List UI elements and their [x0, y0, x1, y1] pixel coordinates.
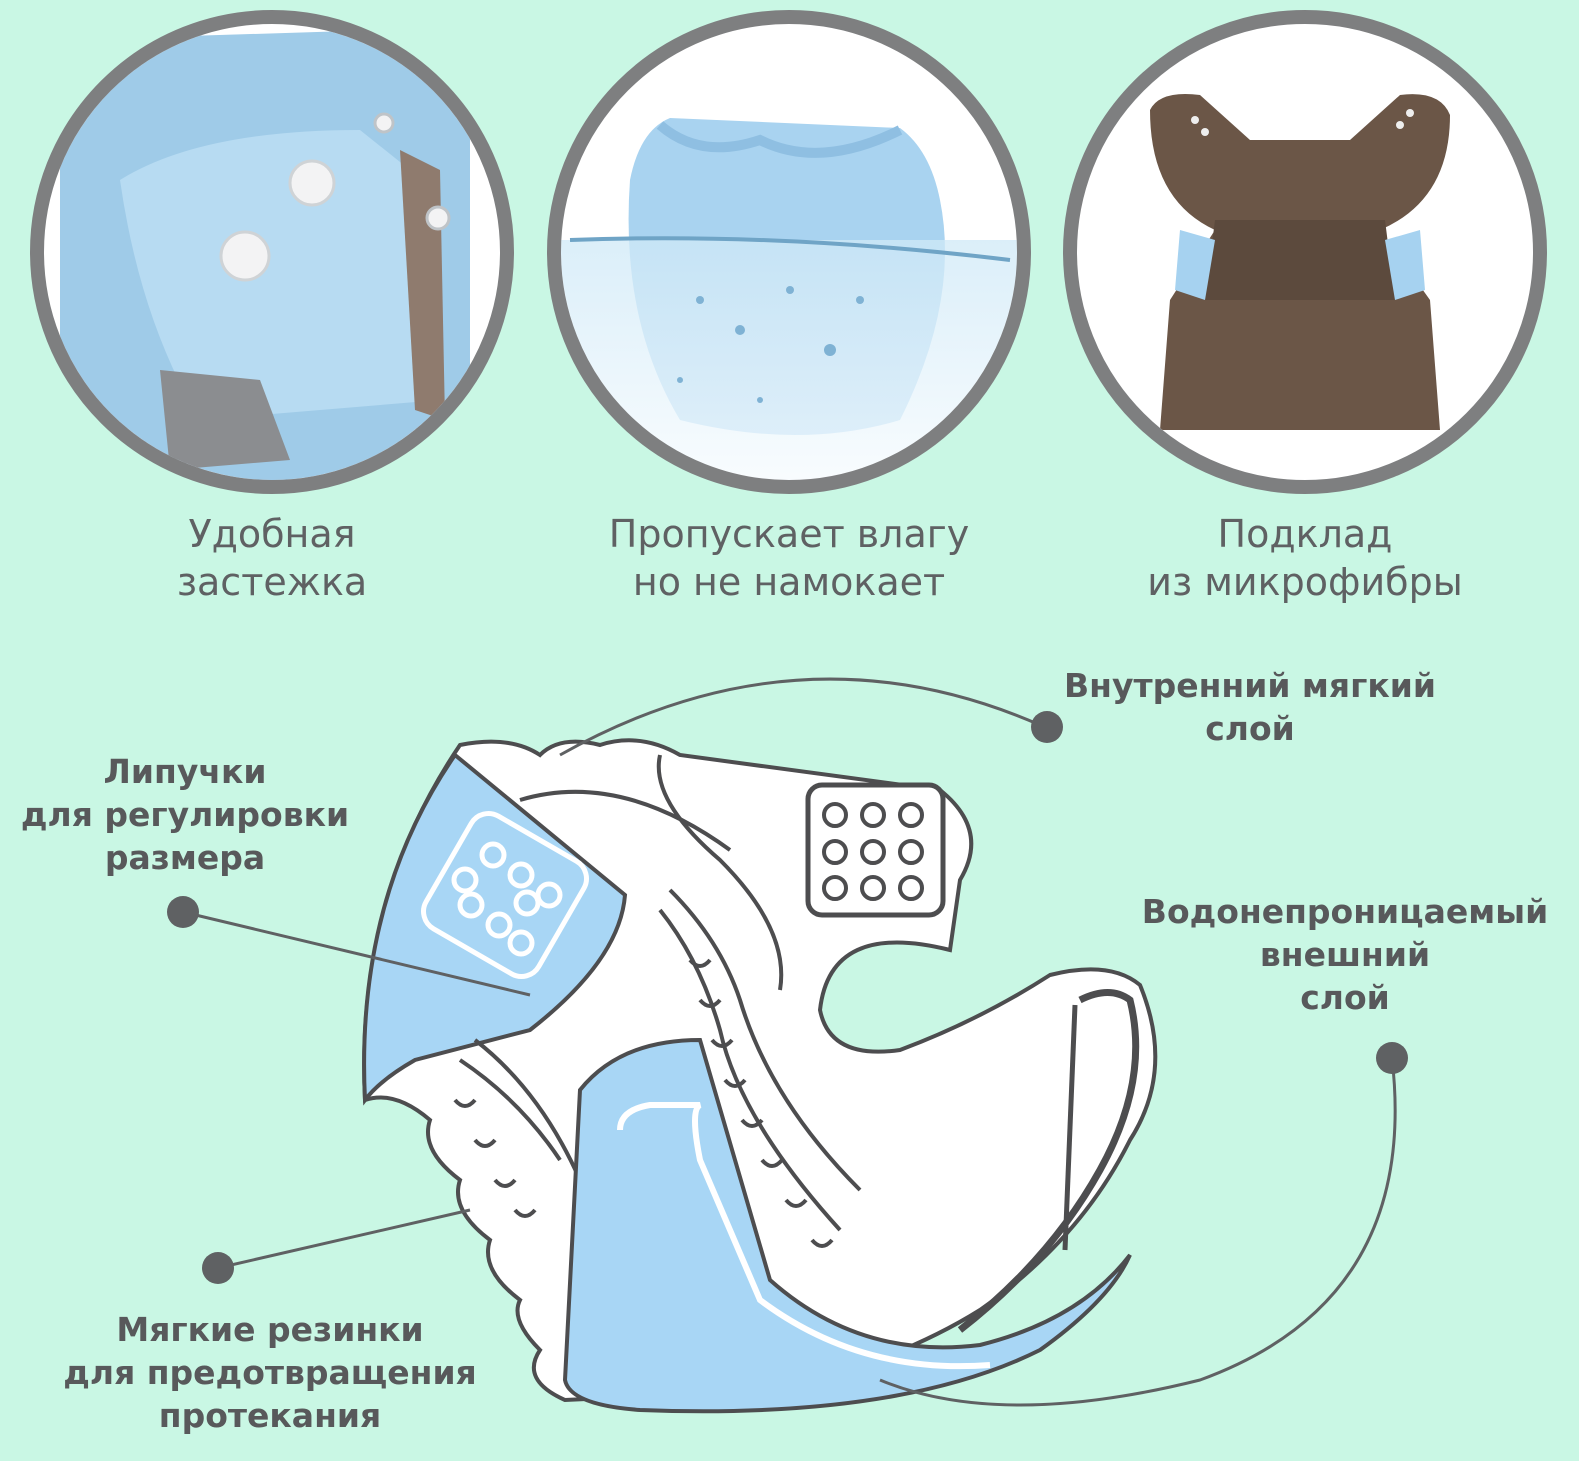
feature-caption-line: Пропускает влагу: [608, 512, 970, 556]
connector-inner-layer: [559, 677, 1041, 757]
feature-caption-line: но не намокает: [632, 560, 946, 604]
feature-caption-line: застежка: [176, 560, 368, 604]
feature-caption-line: Подклад: [1217, 512, 1393, 556]
callout-line: протекания: [158, 1396, 382, 1435]
callout-line: Водонепроницаемый: [1141, 892, 1549, 931]
callout-line: Внутренний мягкий: [1064, 666, 1436, 705]
callout-elastics: Мягкие резинки для предотвращения протек…: [40, 1308, 500, 1437]
dot-waterproof: [1376, 1042, 1408, 1074]
callout-line: внешний: [1259, 935, 1431, 974]
callout-line: для предотвращения: [63, 1353, 477, 1392]
snap-plate-icon: [805, 782, 946, 918]
velcro-patch-icon: [421, 811, 589, 979]
callout-velcro: Липучки для регулировки размера: [5, 750, 365, 879]
callout-line: слой: [1205, 709, 1295, 748]
callout-line: Мягкие резинки: [116, 1310, 424, 1349]
connector-waterproof: [879, 1057, 1397, 1407]
callout-line: размера: [104, 838, 266, 877]
water-diaper-photo: [547, 10, 1031, 494]
callout-line: слой: [1300, 978, 1390, 1017]
dot-elastics: [202, 1252, 234, 1284]
diaper-illustration: [362, 738, 1158, 1414]
feature-caption-line: Удобная: [188, 512, 356, 556]
dot-inner-layer: [1031, 711, 1063, 743]
callout-waterproof: Водонепроницаемый внешний слой: [1125, 890, 1565, 1019]
callout-inner-layer: Внутренний мягкий слой: [1040, 664, 1460, 750]
feature-caption-water: Пропускает влагу но не намокает: [569, 510, 1009, 606]
snap-fastener-photo: [30, 10, 514, 494]
dot-velcro: [167, 896, 199, 928]
connector-velcro: [182, 910, 531, 997]
connector-elastics: [217, 1208, 471, 1270]
feature-caption-microfiber: Подклад из микрофибры: [1085, 510, 1525, 606]
velcro-wing: [362, 752, 628, 1106]
waterproof-layer: [562, 1037, 1132, 1414]
microfiber-lining-photo: [1063, 10, 1547, 494]
callout-connectors: [167, 677, 1408, 1407]
feature-caption-fastener: Удобная застежка: [52, 510, 492, 606]
feature-caption-line: из микрофибры: [1147, 560, 1463, 604]
callout-line: для регулировки: [20, 795, 350, 834]
callout-line: Липучки: [103, 752, 267, 791]
